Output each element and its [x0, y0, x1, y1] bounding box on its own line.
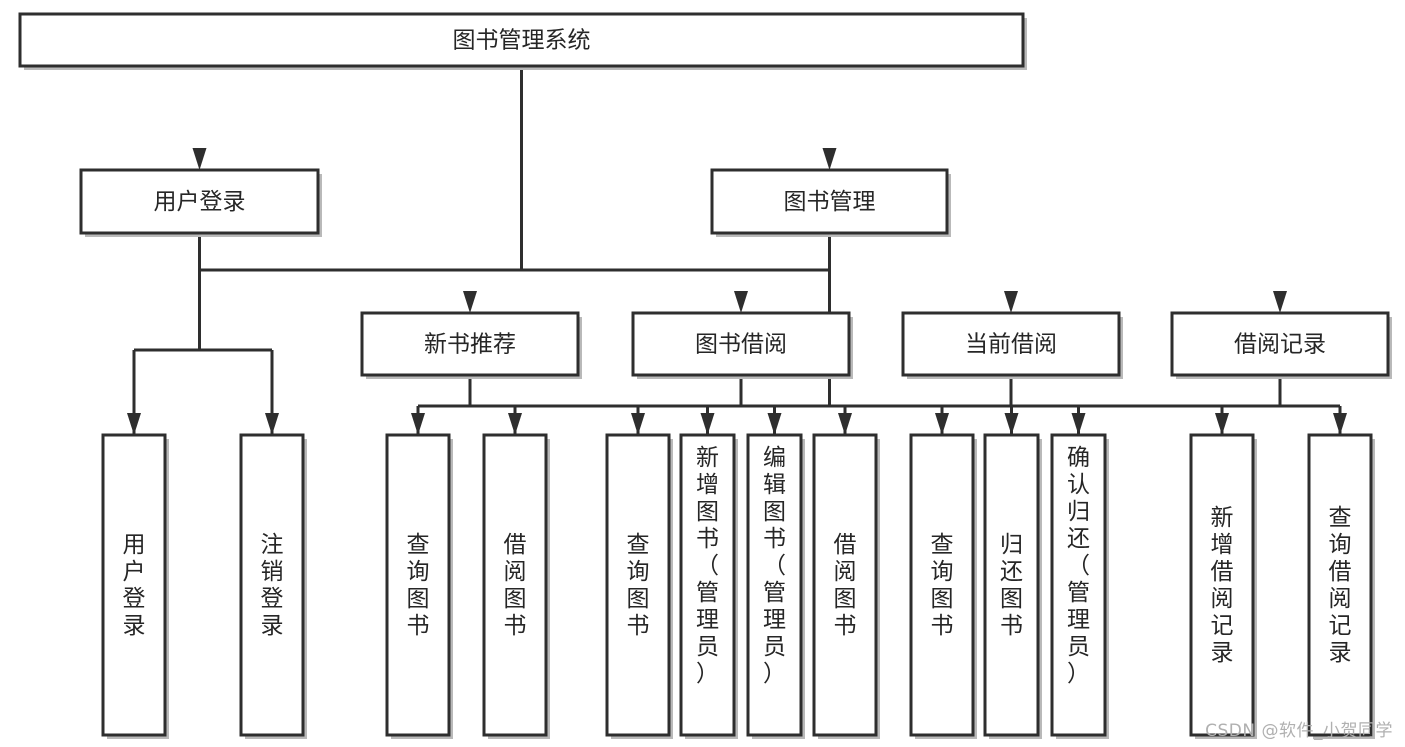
node-label-book-borrow: 图书借阅 — [695, 332, 787, 358]
arrow-head-leaf-add-borrow-record — [1215, 413, 1229, 435]
node-box-leaf-return-book — [983, 433, 1040, 737]
arrow-head-leaf-add-book-admin — [700, 413, 715, 435]
node-label-borrow-record: 借阅记录 — [1234, 332, 1326, 358]
node-box-leaf-user-login — [101, 433, 167, 737]
node-label-leaf-user-login: 用户登录 — [123, 532, 146, 639]
arrow-head-current-borrow — [1004, 291, 1018, 313]
node-label-leaf-return-book: 归还图书 — [1000, 532, 1023, 639]
node-box-book-borrow — [631, 311, 851, 377]
node-label-leaf-edit-book-admin: 编辑图书（管理员） — [763, 445, 786, 687]
node-box-leaf-borrow-book-rec — [482, 433, 548, 737]
node-borrow-record[interactable]: 借阅记录 — [1170, 311, 1392, 379]
node-label-user-login: 用户登录 — [154, 189, 246, 215]
node-label-leaf-query-book-cur: 查询图书 — [931, 532, 954, 639]
arrow-head-leaf-return-book — [1004, 413, 1019, 435]
arrow-head-leaf-query-book-rec — [411, 413, 425, 435]
connector-layer — [127, 66, 1347, 435]
arrow-head-leaf-user-login — [127, 413, 141, 435]
node-label-leaf-add-borrow-record: 新增借阅记录 — [1211, 505, 1234, 666]
node-leaf-query-borrow-record[interactable]: 查询借阅记录 — [1307, 433, 1375, 739]
arrow-head-leaf-edit-book-admin — [767, 413, 782, 435]
node-label-current-borrow: 当前借阅 — [965, 332, 1057, 358]
arrow-head-leaf-confirm-return-admin — [1071, 413, 1086, 435]
node-label-leaf-query-book-borrow: 查询图书 — [627, 532, 650, 639]
node-leaf-confirm-return-admin[interactable]: 确认归还（管理员） — [1050, 433, 1109, 739]
node-new-book-recommend[interactable]: 新书推荐 — [360, 311, 582, 379]
node-leaf-query-book-borrow[interactable]: 查询图书 — [605, 433, 673, 739]
node-leaf-borrow-book[interactable]: 借阅图书 — [812, 433, 880, 739]
arrow-head-book-management — [822, 148, 837, 170]
node-box-book-management — [710, 168, 949, 235]
node-box-leaf-edit-book-admin — [746, 433, 803, 737]
node-label-leaf-logout: 注销登录 — [261, 532, 284, 639]
node-label-leaf-query-book-rec: 查询图书 — [407, 532, 430, 639]
node-user-login[interactable]: 用户登录 — [79, 168, 322, 237]
node-box-leaf-borrow-book — [812, 433, 878, 737]
arrow-head-leaf-query-borrow-record — [1333, 413, 1347, 435]
node-book-management[interactable]: 图书管理 — [710, 168, 951, 237]
node-box-leaf-query-book-cur — [909, 433, 975, 737]
node-leaf-query-book-rec[interactable]: 查询图书 — [385, 433, 453, 739]
arrow-head-leaf-borrow-book — [838, 413, 852, 435]
arrow-head-leaf-logout — [265, 413, 279, 435]
node-book-borrow[interactable]: 图书借阅 — [631, 311, 853, 379]
node-leaf-borrow-book-rec[interactable]: 借阅图书 — [482, 433, 550, 739]
node-leaf-return-book[interactable]: 归还图书 — [983, 433, 1042, 739]
node-root[interactable]: 图书管理系统 — [18, 12, 1027, 70]
node-box-current-borrow — [901, 311, 1121, 377]
node-box-leaf-add-book-admin — [679, 433, 736, 737]
node-leaf-user-login[interactable]: 用户登录 — [101, 433, 169, 739]
node-leaf-edit-book-admin[interactable]: 编辑图书（管理员） — [746, 433, 805, 739]
arrow-head-user-login — [192, 148, 207, 170]
arrow-head-leaf-borrow-book-rec — [508, 413, 522, 435]
node-label-leaf-borrow-book-rec: 借阅图书 — [504, 532, 527, 639]
node-box-user-login — [79, 168, 320, 235]
node-box-leaf-query-book-borrow — [605, 433, 671, 737]
node-box-leaf-query-borrow-record — [1307, 433, 1373, 737]
node-leaf-query-book-cur[interactable]: 查询图书 — [909, 433, 977, 739]
arrow-head-leaf-query-book-borrow — [631, 413, 645, 435]
node-layer: 图书管理系统用户登录图书管理新书推荐图书借阅当前借阅借阅记录用户登录注销登录查询… — [18, 12, 1392, 739]
node-box-leaf-add-borrow-record — [1189, 433, 1255, 737]
node-label-root: 图书管理系统 — [453, 28, 591, 54]
node-label-leaf-confirm-return-admin: 确认归还（管理员） — [1067, 445, 1090, 687]
node-box-leaf-query-book-rec — [385, 433, 451, 737]
node-label-leaf-borrow-book: 借阅图书 — [834, 532, 857, 639]
arrow-head-leaf-query-book-cur — [935, 413, 949, 435]
node-leaf-add-borrow-record[interactable]: 新增借阅记录 — [1189, 433, 1257, 739]
arrow-head-book-borrow — [734, 291, 748, 313]
arrow-head-borrow-record — [1273, 291, 1287, 313]
node-label-leaf-add-book-admin: 新增图书（管理员） — [696, 445, 719, 687]
arrow-head-new-book-recommend — [463, 291, 477, 313]
node-label-leaf-query-borrow-record: 查询借阅记录 — [1329, 505, 1352, 666]
node-label-new-book-recommend: 新书推荐 — [424, 332, 516, 358]
node-leaf-add-book-admin[interactable]: 新增图书（管理员） — [679, 433, 738, 739]
node-current-borrow[interactable]: 当前借阅 — [901, 311, 1123, 379]
node-box-leaf-logout — [239, 433, 305, 737]
node-box-leaf-confirm-return-admin — [1050, 433, 1107, 737]
node-label-book-management: 图书管理 — [784, 189, 876, 215]
node-box-borrow-record — [1170, 311, 1390, 377]
node-leaf-logout[interactable]: 注销登录 — [239, 433, 307, 739]
node-box-new-book-recommend — [360, 311, 580, 377]
node-box-root — [18, 12, 1025, 68]
